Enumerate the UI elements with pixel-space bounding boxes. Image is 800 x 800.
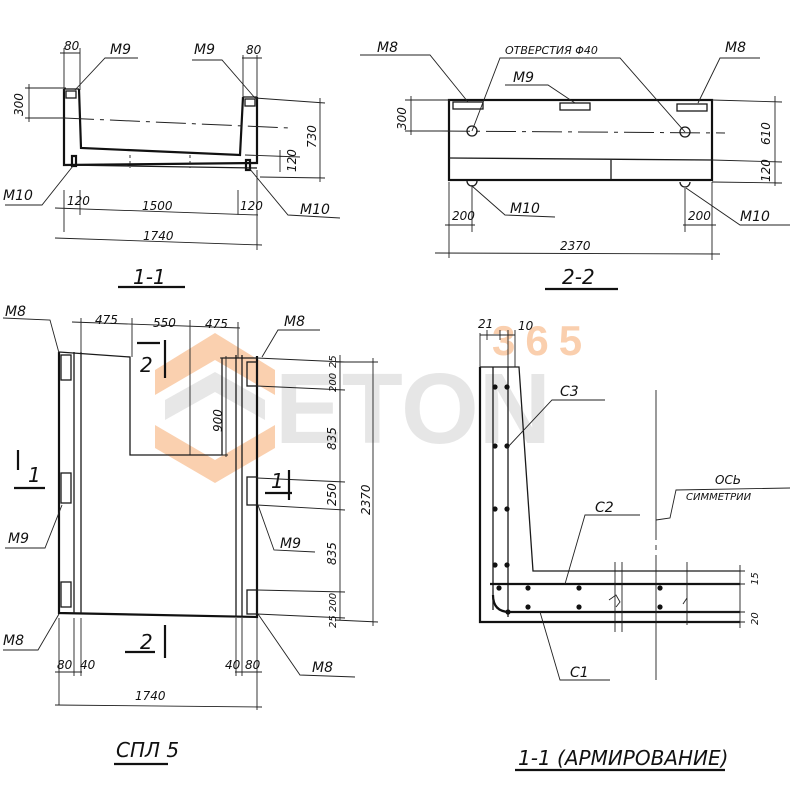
label-m9-right: M9: [280, 536, 301, 552]
dim-200-left: 200: [452, 209, 475, 223]
section-2-2: M8 ОТВЕРСТИЯ Φ40 M9 M8 M10 M10 300 610 1…: [360, 40, 790, 291]
label-c3: C3: [560, 384, 579, 400]
dim-200-top: 200: [328, 373, 339, 392]
label-m8-left: M8: [377, 40, 398, 56]
cut-2-bottom: 2: [140, 630, 153, 654]
label-m8-right: M8: [725, 40, 746, 56]
dim-20: 20: [750, 612, 761, 625]
label-m8-top-right: M8: [284, 314, 305, 330]
label-c2: C2: [595, 500, 614, 516]
watermark: ETON 365: [155, 317, 592, 483]
dim-835-bottom: 835: [325, 542, 339, 565]
dim-10: 10: [518, 319, 534, 333]
label-m10-left: M10: [510, 201, 540, 217]
dim-900: 900: [211, 409, 225, 432]
title-section-1-1: 1-1: [133, 265, 166, 289]
cut-2-top: 2: [140, 353, 153, 377]
dim-200-bottom: 200: [328, 593, 339, 612]
dim-21: 21: [478, 317, 493, 331]
dim-2370: 2370: [359, 484, 373, 515]
dim-475-b: 475: [205, 317, 228, 331]
label-m9: M9: [513, 70, 534, 86]
dim-835-top: 835: [325, 427, 339, 450]
dim-120-right: 120: [240, 199, 263, 213]
dim-120-vert: 120: [285, 149, 299, 172]
label-c1: C1: [570, 665, 589, 681]
dim-300: 300: [395, 107, 409, 130]
label-m8-bottom-left: M8: [3, 633, 24, 649]
label-m9-left: M9: [110, 42, 131, 58]
dim-550: 550: [153, 316, 176, 330]
title-plan: СПЛ 5: [116, 738, 179, 762]
dim-25-top: 25: [328, 355, 339, 368]
label-m10-right: M10: [740, 209, 770, 225]
label-axis-2: СИММЕТРИИ: [686, 492, 752, 503]
dim-1500: 1500: [142, 199, 173, 213]
cut-1-left: 1: [28, 463, 41, 487]
dim-300: 300: [12, 93, 26, 116]
dim-730: 730: [305, 125, 319, 148]
dim-475-a: 475: [95, 313, 118, 327]
dim-80-right: 80: [245, 658, 261, 672]
title-section-2-2: 2-2: [562, 265, 595, 289]
dim-25-bottom: 25: [328, 615, 339, 628]
dim-15: 15: [750, 572, 761, 585]
watermark-logo-icon: [155, 333, 275, 483]
dim-80-left: 80: [64, 39, 80, 53]
watermark-number: 365: [492, 317, 592, 364]
dim-2370: 2370: [560, 239, 591, 253]
dim-1740: 1740: [135, 689, 166, 703]
watermark-text: ETON: [275, 353, 551, 465]
label-m8-bottom-right: M8: [312, 660, 333, 676]
title-reinforcement: 1-1 (АРМИРОВАНИЕ): [518, 746, 728, 770]
dim-120-left: 120: [67, 194, 90, 208]
label-m9-right: M9: [194, 42, 215, 58]
label-m10-right: M10: [300, 202, 330, 218]
dim-120: 120: [759, 159, 773, 182]
label-axis-1: ОСЬ: [715, 473, 741, 487]
dim-80-right: 80: [246, 43, 262, 57]
label-holes: ОТВЕРСТИЯ Φ40: [505, 44, 598, 57]
section-1-1: M9 M9 M10 M10 80 80 300 730 120 120 1500…: [3, 39, 341, 289]
reinforcement-view: C3 C2 C1 ОСЬ СИММЕТРИИ 21 10 15 20 1-1 (…: [478, 317, 791, 772]
dim-250: 250: [325, 483, 339, 506]
dim-40-right: 40: [225, 658, 241, 672]
dim-40-left: 40: [80, 658, 96, 672]
dim-610: 610: [759, 122, 773, 145]
dim-80-left: 80: [57, 658, 73, 672]
dim-200-right: 200: [688, 209, 711, 223]
cut-1-right: 1: [271, 469, 284, 493]
label-m8-top-left: M8: [5, 304, 26, 320]
label-m10-left: M10: [3, 188, 33, 204]
label-m9-left: M9: [8, 531, 29, 547]
dim-1740: 1740: [143, 229, 174, 243]
plan-view: M8 M8 M9 M9 M8 M8 2 2 1 1 475 550 475 90…: [2, 304, 379, 766]
